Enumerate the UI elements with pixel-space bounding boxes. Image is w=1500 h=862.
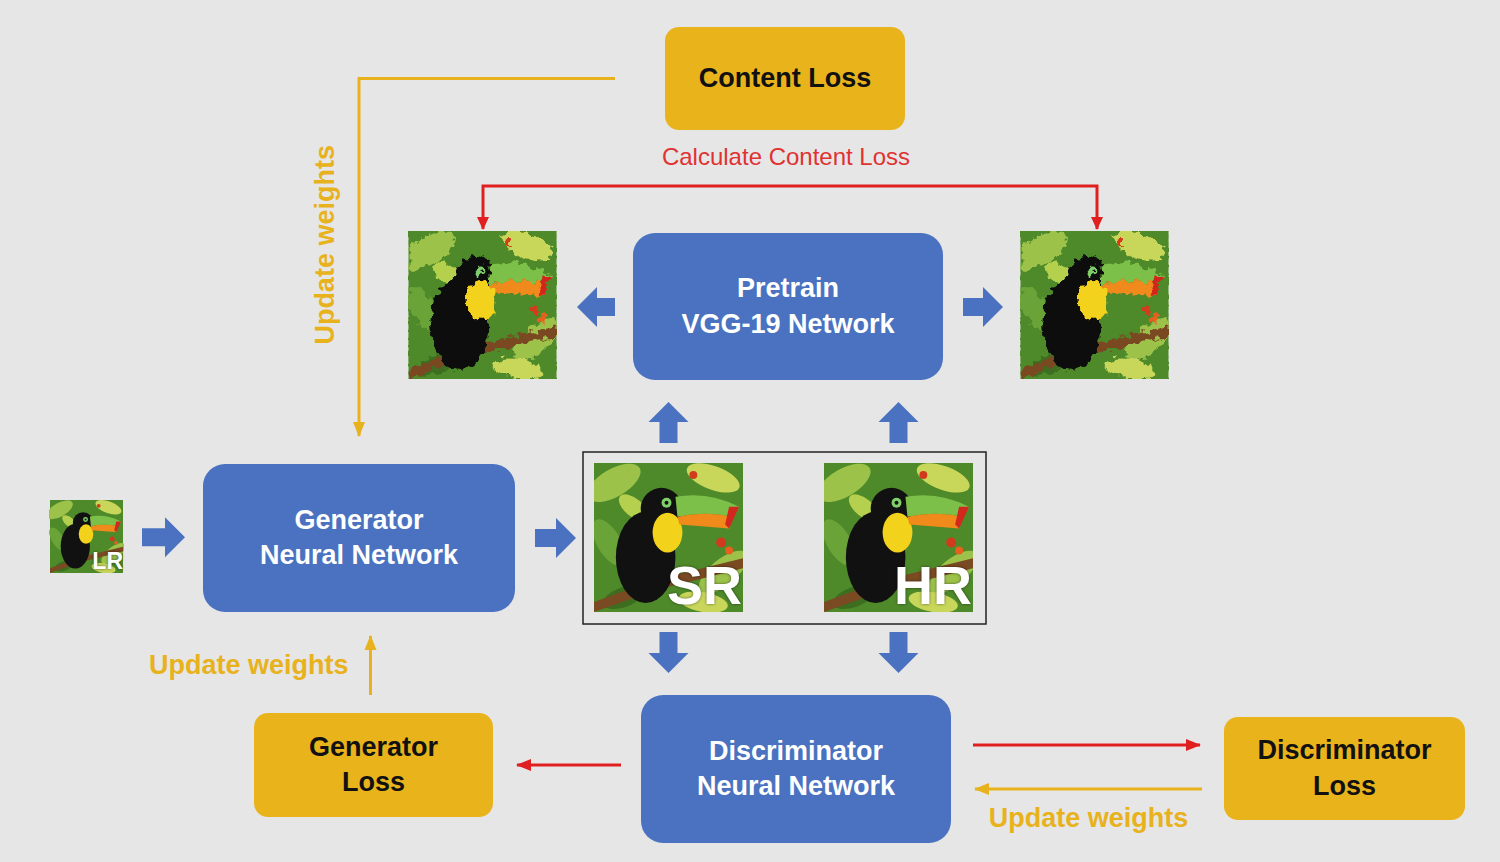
block-arrow bbox=[963, 287, 1003, 327]
edge-label: Update weights bbox=[989, 804, 1189, 834]
block-arrow bbox=[879, 402, 919, 443]
node-text: Pretrain VGG-19 Network bbox=[681, 271, 894, 341]
loss-box: Generator Loss bbox=[254, 713, 493, 817]
feature-map bbox=[396, 224, 568, 383]
image-tile: SR bbox=[594, 463, 743, 612]
block-arrow bbox=[649, 402, 689, 443]
update-arrow bbox=[975, 788, 1202, 791]
update-arrow bbox=[369, 636, 372, 695]
network-box: Discriminator Neural Network bbox=[641, 695, 951, 843]
block-arrow bbox=[649, 632, 689, 673]
feature-map bbox=[1008, 224, 1180, 383]
image-tile: LR bbox=[49, 500, 124, 573]
node-text: SR bbox=[667, 558, 742, 612]
network-box: Pretrain VGG-19 Network bbox=[633, 233, 943, 380]
loss-arrow bbox=[973, 744, 1200, 747]
comparison-line bbox=[483, 186, 1097, 229]
block-arrow bbox=[142, 517, 185, 557]
block-arrow bbox=[535, 518, 576, 558]
annotation-label: Calculate Content Loss bbox=[662, 144, 910, 170]
node-text: HR bbox=[894, 558, 972, 612]
image-tile: HR bbox=[824, 463, 973, 612]
block-arrow bbox=[577, 287, 615, 327]
lr-image bbox=[44, 497, 129, 576]
svg-use bbox=[1008, 224, 1180, 383]
node-text: Discriminator Neural Network bbox=[697, 734, 895, 804]
loss-arrow bbox=[517, 764, 621, 767]
edge-label: Update weights bbox=[149, 651, 349, 681]
loss-box: Content Loss bbox=[665, 27, 905, 130]
node-text: Discriminator Loss bbox=[1257, 733, 1431, 803]
svg-use bbox=[396, 224, 568, 383]
loss-box: Discriminator Loss bbox=[1224, 717, 1465, 820]
node-text: Generator Neural Network bbox=[260, 503, 458, 573]
block-arrow bbox=[879, 632, 919, 673]
edge-label: Update weights bbox=[311, 145, 341, 345]
sr-image bbox=[581, 456, 754, 616]
network-box: Generator Neural Network bbox=[203, 464, 515, 612]
node-text: Content Loss bbox=[699, 61, 872, 96]
hr-image bbox=[811, 456, 984, 616]
node-text: Generator Loss bbox=[309, 730, 438, 800]
image-frame bbox=[583, 452, 986, 624]
update-arrow bbox=[359, 79, 615, 437]
node-text: LR bbox=[92, 550, 123, 573]
